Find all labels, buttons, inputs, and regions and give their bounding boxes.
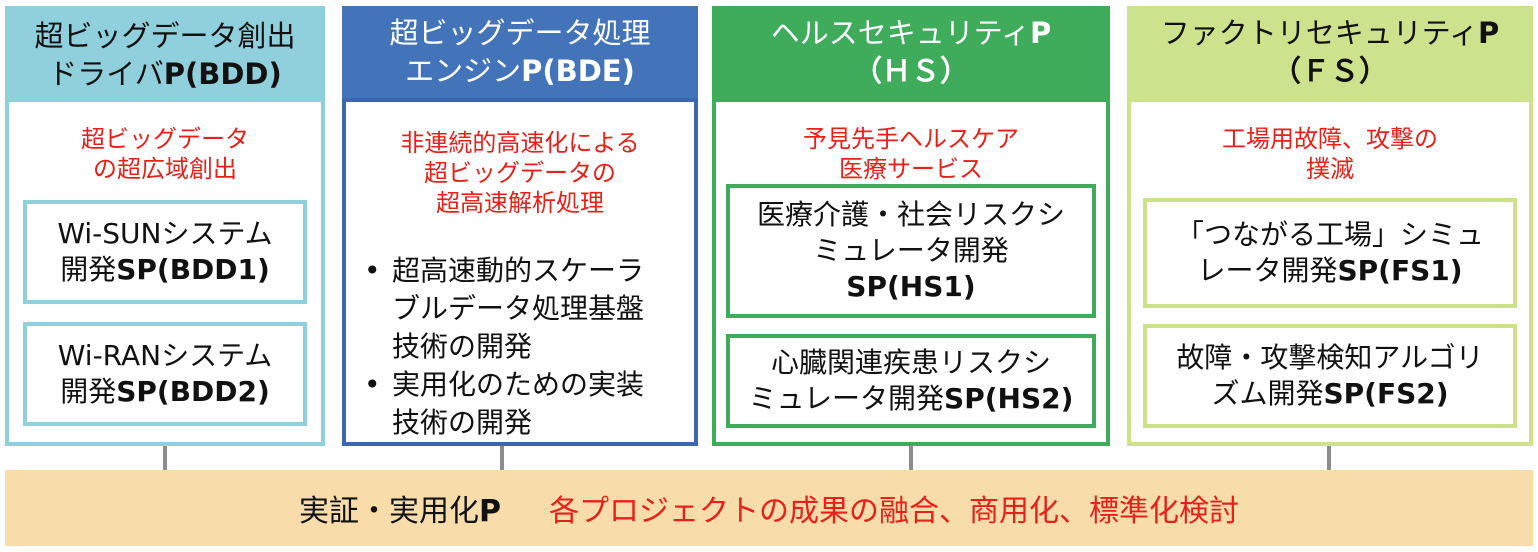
project-header-hs: ヘルスセキュリティP （ＨＳ）	[712, 6, 1110, 98]
project-body-fs: 工場用故障、攻撃の 撲滅 「つながる工場」シミュ レータ開発SP(FS1) 故障…	[1127, 98, 1533, 446]
project-header-line1: 超ビッグデータ創出	[34, 19, 296, 53]
subproject-box-bdd2: Wi-RANシステム 開発SP(BDD2)	[23, 322, 307, 426]
subproject-code: SP(BDD1)	[116, 253, 270, 286]
project-body-hs: 予見先手ヘルスケア 医療サービス 医療介護・社会リスクシ ミュレータ開発 SP(…	[712, 98, 1110, 446]
bullet-line: ブルデータ処理基盤	[392, 292, 645, 325]
project-goal-line2: 医療サービス	[839, 155, 983, 183]
project-header-fs: ファクトリセキュリティP （ＦＳ）	[1127, 6, 1533, 98]
subproject-plain: レータ開発	[1197, 254, 1338, 287]
bullet-dot: •	[364, 368, 381, 401]
connector-line	[163, 446, 167, 470]
project-column-fs: ファクトリセキュリティP （ＦＳ） 工場用故障、攻撃の 撲滅 「つながる工場」シ…	[1127, 6, 1533, 446]
bullet-line: 技術の開発	[392, 330, 533, 363]
bullet-item: • 超高速動的スケーラ ブルデータ処理基盤 技術の開発	[364, 252, 686, 366]
connector-line	[500, 446, 504, 470]
project-goal-line3: 超高速解析処理	[436, 189, 604, 217]
project-goal-line2: 超ビッグデータの	[424, 159, 616, 187]
project-header-line1-plain: ファクトリセキュリティ	[1160, 16, 1478, 50]
subproject-code: SP(HS1)	[846, 270, 976, 303]
project-header-code: P	[1478, 16, 1500, 50]
project-header-line2-plain: ドライバ	[48, 57, 164, 91]
subproject-code: SP(FS2)	[1323, 377, 1449, 410]
subproject-box-fs2: 故障・攻撃検知アルゴリ ズム開発SP(FS2)	[1143, 324, 1517, 428]
subproject-box-hs2: 心臓関連疾患リスクシ ミュレータ開発SP(HS2)	[726, 334, 1096, 428]
subproject-line1: 医療介護・社会リスクシ	[756, 198, 1065, 231]
subproject-line2: ミュレータ開発	[813, 234, 1009, 267]
project-header-line1: ヘルスセキュリティP	[771, 14, 1052, 52]
subproject-line2: 開発SP(BDD2)	[58, 374, 273, 410]
validation-title: 実証・実用化P	[299, 486, 501, 530]
subproject-line3: SP(HS1)	[757, 269, 1065, 305]
project-goal: 予見先手ヘルスケア 医療サービス	[716, 124, 1106, 184]
project-goal-line2: 撲滅	[1306, 155, 1354, 183]
bullet-line: 超高速動的スケーラ	[392, 254, 645, 287]
subproject-box-bdd1: Wi-SUNシステム 開発SP(BDD1)	[23, 200, 307, 304]
connector-line	[909, 446, 913, 470]
bullet-line: 技術の開発	[392, 406, 533, 439]
subproject-line1: 心臓関連疾患リスクシ	[770, 346, 1051, 379]
subproject-line1: 故障・攻撃検知アルゴリ	[1176, 341, 1484, 374]
subproject-line2: レータ開発SP(FS1)	[1176, 253, 1484, 289]
project-body-bde: 非連続的高速化による 超ビッグデータの 超高速解析処理 • 超高速動的スケーラ …	[342, 98, 698, 446]
validation-description: 各プロジェクトの成果の融合、商用化、標準化検討	[549, 494, 1239, 529]
connector-line	[1327, 446, 1331, 470]
project-column-bdd: 超ビッグデータ創出 ドライバP(BDD) 超ビッグデータ の超広域創出 Wi-S…	[5, 6, 325, 446]
project-header-line2: （ＨＳ）	[852, 54, 969, 88]
subproject-line2: 開発SP(BDD1)	[57, 252, 272, 288]
project-header-code: P(BDE)	[521, 54, 635, 88]
bullet-list: • 超高速動的スケーラ ブルデータ処理基盤 技術の開発 • 実用化のための実装 …	[364, 252, 686, 442]
subproject-code: SP(FS1)	[1337, 254, 1463, 287]
validation-title-code: P	[479, 494, 501, 529]
project-header-line2: エンジンP(BDE)	[405, 52, 635, 90]
project-column-bde: 超ビッグデータ処理 エンジンP(BDE) 非連続的高速化による 超ビッグデータの…	[342, 6, 698, 446]
project-header-line1: ファクトリセキュリティP	[1161, 14, 1500, 52]
subproject-code: SP(BDD2)	[116, 375, 270, 408]
validation-title-plain: 実証・実用化	[299, 494, 479, 529]
project-column-hs: ヘルスセキュリティP （ＨＳ） 予見先手ヘルスケア 医療サービス 医療介護・社会…	[712, 6, 1110, 446]
bullet-line: 実用化のための実装	[392, 368, 645, 401]
subproject-box-hs1: 医療介護・社会リスクシ ミュレータ開発 SP(HS1)	[726, 184, 1096, 318]
subproject-line2: ズム開発SP(FS2)	[1176, 376, 1483, 412]
validation-banner: 実証・実用化P 各プロジェクトの成果の融合、商用化、標準化検討	[5, 470, 1533, 546]
bullet-dot: •	[364, 254, 381, 287]
project-goal-line1: 非連続的高速化による	[400, 129, 640, 157]
subproject-line1: Wi-SUNシステム	[57, 217, 273, 250]
project-header-bde: 超ビッグデータ処理 エンジンP(BDE)	[342, 6, 698, 98]
subproject-line1: 「つながる工場」シミュ	[1175, 218, 1484, 251]
project-goal-line2: の超広域創出	[93, 155, 237, 183]
subproject-plain: ズム開発	[1211, 377, 1324, 410]
project-goal: 非連続的高速化による 超ビッグデータの 超高速解析処理	[346, 128, 694, 218]
project-goal-line1: 予見先手ヘルスケア	[803, 125, 1019, 153]
subproject-line2: ミュレータ開発SP(HS2)	[749, 381, 1074, 417]
project-goal: 工場用故障、攻撃の 撲滅	[1131, 124, 1529, 184]
subproject-plain: ミュレータ開発	[748, 382, 945, 415]
project-header-line2: （ＦＳ）	[1271, 54, 1388, 88]
subproject-code: SP(HS2)	[944, 382, 1074, 415]
project-goal-line1: 超ビッグデータ	[81, 125, 249, 153]
project-header-line2: ドライバP(BDD)	[48, 55, 281, 93]
project-header-code: P(BDD)	[163, 57, 282, 91]
project-header-line1-plain: ヘルスセキュリティ	[770, 16, 1030, 50]
project-header-bdd: 超ビッグデータ創出 ドライバP(BDD)	[5, 6, 325, 104]
project-header-code: P	[1030, 16, 1052, 50]
subproject-line1: Wi-RANシステム	[57, 339, 273, 372]
project-header-line2-plain: エンジン	[405, 54, 522, 88]
subproject-plain: 開発	[60, 253, 117, 286]
project-body-bdd: 超ビッグデータ の超広域創出 Wi-SUNシステム 開発SP(BDD1) Wi-…	[5, 98, 325, 446]
project-goal: 超ビッグデータ の超広域創出	[9, 124, 321, 184]
project-goal-line1: 工場用故障、攻撃の	[1222, 125, 1438, 153]
project-header-line1: 超ビッグデータ処理	[389, 16, 651, 50]
subproject-box-fs1: 「つながる工場」シミュ レータ開発SP(FS1)	[1143, 198, 1517, 308]
subproject-plain: 開発	[60, 375, 117, 408]
bullet-item: • 実用化のための実装 技術の開発	[364, 366, 686, 442]
